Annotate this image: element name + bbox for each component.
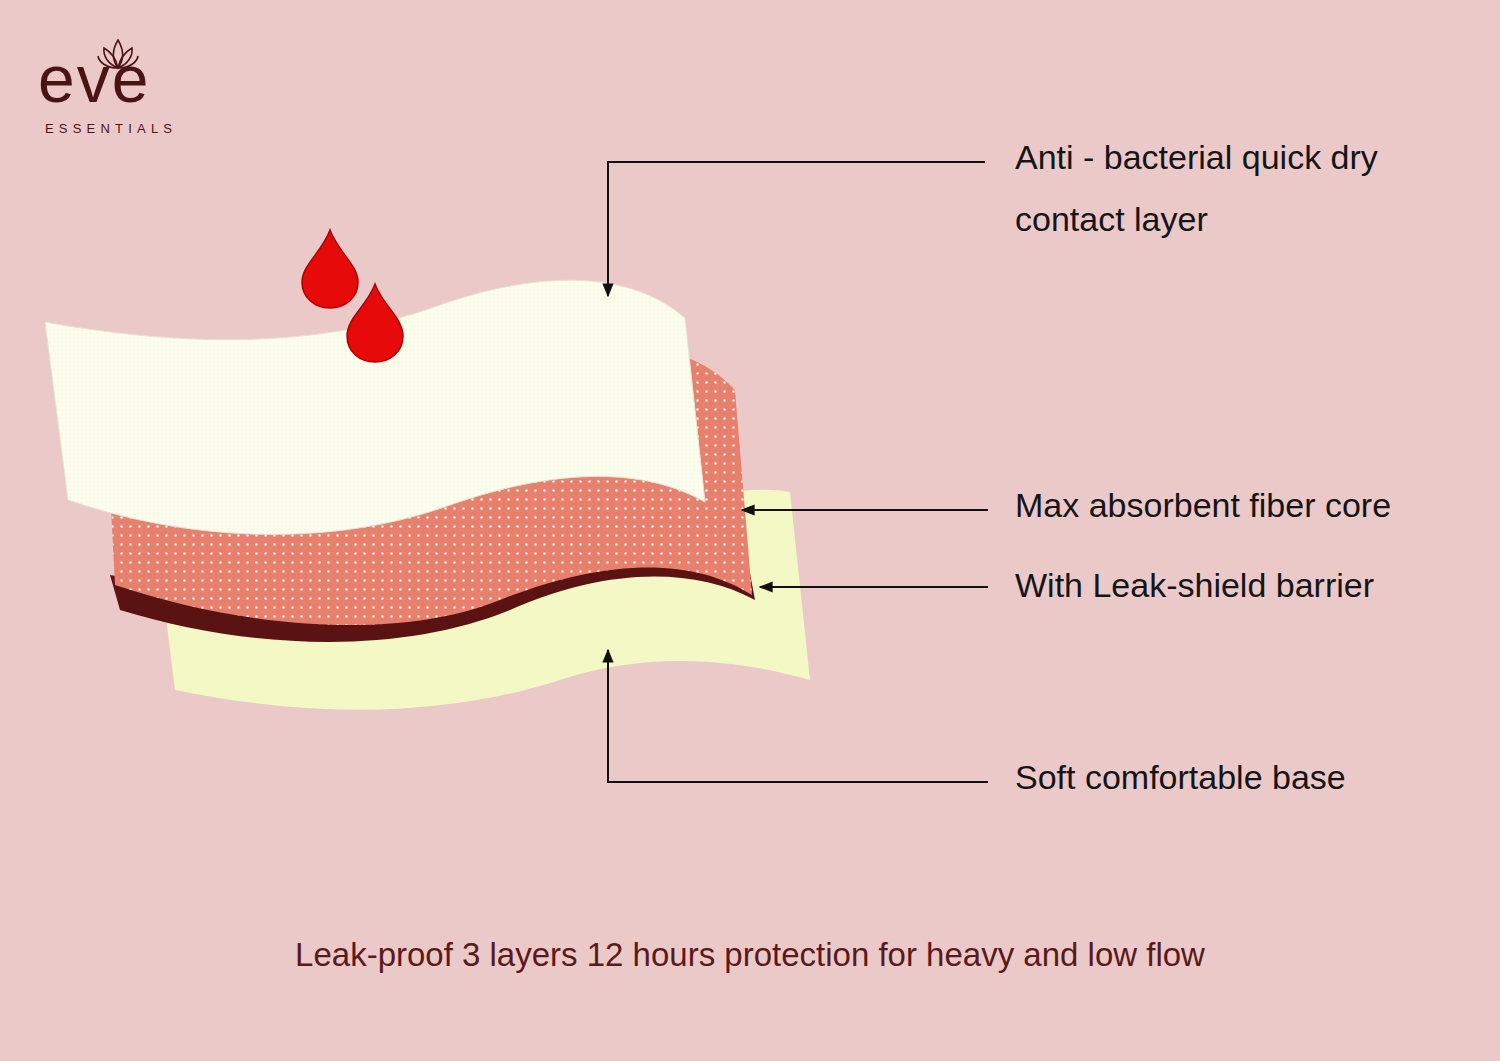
leader-line — [608, 650, 988, 782]
contact-texture — [45, 280, 705, 534]
logo-wordmark: eve — [38, 46, 258, 112]
blood-drop — [347, 284, 403, 362]
callout-label: With Leak-shield barrier — [1015, 565, 1485, 606]
callout-label: Max absorbent fiber core — [1015, 485, 1485, 526]
callout-label: Anti - bacterial quick dry contact layer — [1015, 127, 1475, 251]
blood-drop — [302, 230, 358, 308]
logo-subtitle: ESSENTIALS — [45, 121, 265, 137]
contact-layer — [45, 280, 705, 534]
leader-line — [608, 162, 985, 296]
callout-label: Soft comfortable base — [1015, 757, 1485, 798]
leader-line — [742, 509, 988, 511]
caption: Leak-proof 3 layers 12 hours protection … — [0, 935, 1500, 975]
leader-line — [760, 586, 988, 588]
